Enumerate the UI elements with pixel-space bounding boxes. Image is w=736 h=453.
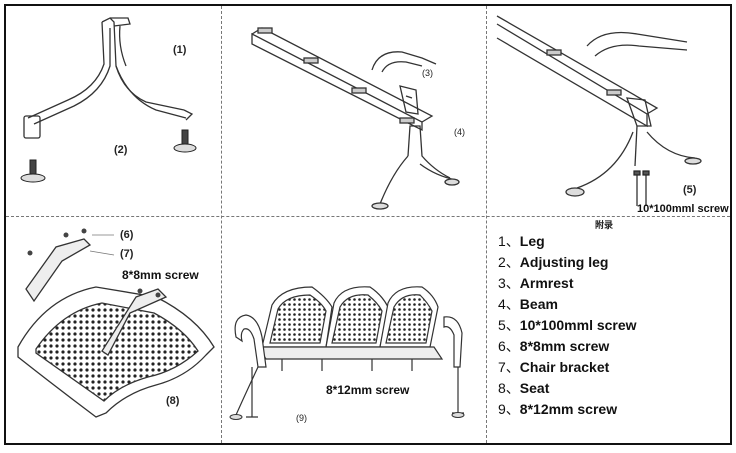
- beam-illustration: [251, 27, 460, 210]
- divider-h: [6, 216, 730, 217]
- note-screw-8x12: 8*12mm screw: [326, 383, 410, 397]
- label-1: (1): [173, 44, 187, 56]
- bench-illustration: [229, 286, 465, 420]
- panel-seat: (6) (7) 8*8mm screw (8): [6, 217, 221, 443]
- legend-item: 4、Beam: [498, 296, 558, 312]
- note-screw-8x8: 8*8mm screw: [122, 268, 199, 282]
- label-4: (4): [454, 127, 465, 137]
- divider-v2: [486, 6, 487, 443]
- label-6: (6): [120, 229, 134, 241]
- label-8: (8): [166, 395, 180, 407]
- note-fulu: 附录: [595, 220, 614, 230]
- legend-item: 3、Armrest: [498, 275, 574, 291]
- legend-item: 5、10*100mml screw: [498, 317, 637, 333]
- seat-illustration: [17, 228, 215, 418]
- assembly-diagram: (1) (2) (3) (4): [4, 4, 732, 445]
- label-3: (3): [422, 68, 433, 78]
- leg-illustration: [20, 17, 197, 183]
- label-5: (5): [683, 184, 697, 196]
- divider-v1: [221, 6, 222, 443]
- legend-item: 8、Seat: [498, 380, 550, 396]
- label-2: (2): [114, 144, 128, 156]
- panel-beam: (3) (4): [222, 6, 486, 216]
- legend-item: 6、8*8mm screw: [498, 338, 610, 354]
- label-7: (7): [120, 248, 134, 260]
- panel-bench: 8*12mm screw (9): [222, 217, 486, 443]
- legend-item: 7、Chair bracket: [498, 359, 610, 375]
- panel-leg: (1) (2): [6, 6, 221, 216]
- panel-assembled-leg: (5) 10*100mml screw: [487, 6, 730, 216]
- legend-item: 9、8*12mm screw: [498, 401, 618, 417]
- label-9: (9): [296, 413, 307, 423]
- assembled-leg-illustration: [496, 15, 702, 206]
- parts-legend: 1、Leg 2、Adjusting leg 3、Armrest 4、Beam 5…: [498, 231, 728, 420]
- legend-item: 1、Leg: [498, 233, 545, 249]
- note-screw-10x100: 10*100mml screw: [637, 203, 729, 215]
- legend-item: 2、Adjusting leg: [498, 254, 609, 270]
